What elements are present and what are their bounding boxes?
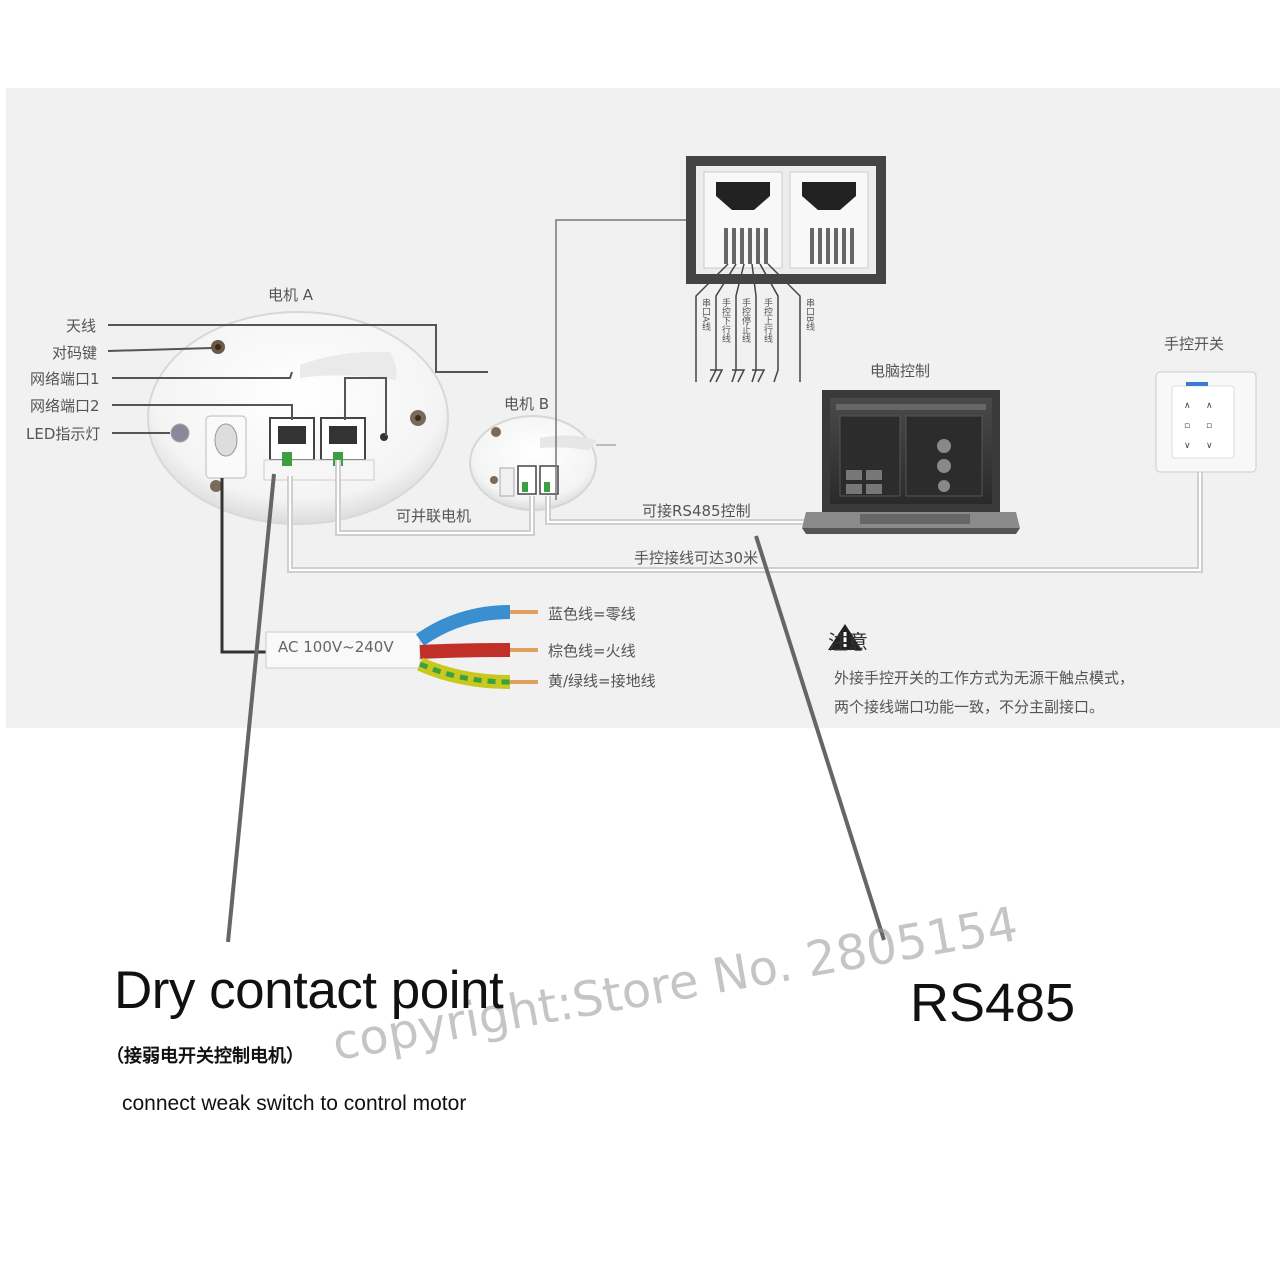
pin-label: 串口B线 [804, 298, 814, 332]
parallel-motor-label: 可并联电机 [396, 507, 472, 525]
svg-text:▫: ▫ [1184, 421, 1190, 431]
pin-label: 手控上行线 [762, 298, 772, 343]
svg-text:▫: ▫ [1206, 421, 1212, 431]
motor-b-label: 电机 B [504, 395, 550, 413]
manual-distance-label: 手控接线可达30米 [634, 549, 759, 567]
connector-pin-leads [695, 263, 801, 383]
dry-contact-title: Dry contact point [114, 961, 504, 1020]
motor-a-label: 电机 A [268, 286, 314, 304]
led-indicator-icon [170, 423, 190, 443]
port1-label: 网络端口1 [30, 370, 100, 388]
wire-blue-label: 蓝色线=零线 [548, 605, 636, 623]
pc-control-label: 电脑控制 [870, 362, 931, 380]
rj-connector-box [686, 156, 886, 284]
ac-voltage-label: AC 100V~240V [278, 638, 394, 656]
rs485-control-label: 可接RS485控制 [642, 502, 751, 520]
rs485-title: RS485 [910, 973, 1076, 1033]
pin-label: 手控下行线 [720, 298, 730, 343]
manual-wall-switch: ∧ ∧ ▫ ▫ ∨ ∨ [1155, 371, 1257, 473]
motor-a-label-leaders [107, 324, 488, 436]
led-label: LED指示灯 [26, 425, 101, 443]
pin-label: 串口A线 [700, 298, 710, 332]
svg-text:∨: ∨ [1184, 441, 1191, 451]
svg-text:∨: ∨ [1206, 441, 1213, 451]
dry-contact-subtitle-cn: （接弱电开关控制电机） [106, 1046, 304, 1067]
manual-switch-label: 手控开关 [1164, 335, 1225, 353]
motor-a [147, 311, 449, 525]
svg-text:∧: ∧ [1184, 401, 1191, 411]
pin-label: 手控停止线 [740, 298, 750, 343]
note-line-1: 外接手控开关的工作方式为无源干触点模式， [834, 669, 1135, 687]
port2-label: 网络端口2 [30, 397, 100, 415]
laptop [802, 390, 1020, 534]
antenna-label: 天线 [66, 317, 97, 335]
ac-power-cable [265, 605, 538, 689]
note-title: 注意 [828, 630, 868, 654]
wire-yellow-green-label: 黄/绿线=接地线 [548, 672, 656, 690]
dry-contact-subtitle-en: connect weak switch to control motor [122, 1092, 467, 1115]
svg-text:∧: ∧ [1206, 401, 1213, 411]
dry-contact-pointer [226, 473, 276, 943]
rs485-pointer [754, 535, 886, 941]
pair-key-label: 对码键 [52, 344, 98, 362]
note-line-2: 两个接线端口功能一致，不分主副接口。 [834, 698, 1105, 716]
wire-brown-label: 棕色线=火线 [548, 642, 636, 660]
warning-icon [828, 624, 862, 650]
motor-b [469, 415, 616, 511]
